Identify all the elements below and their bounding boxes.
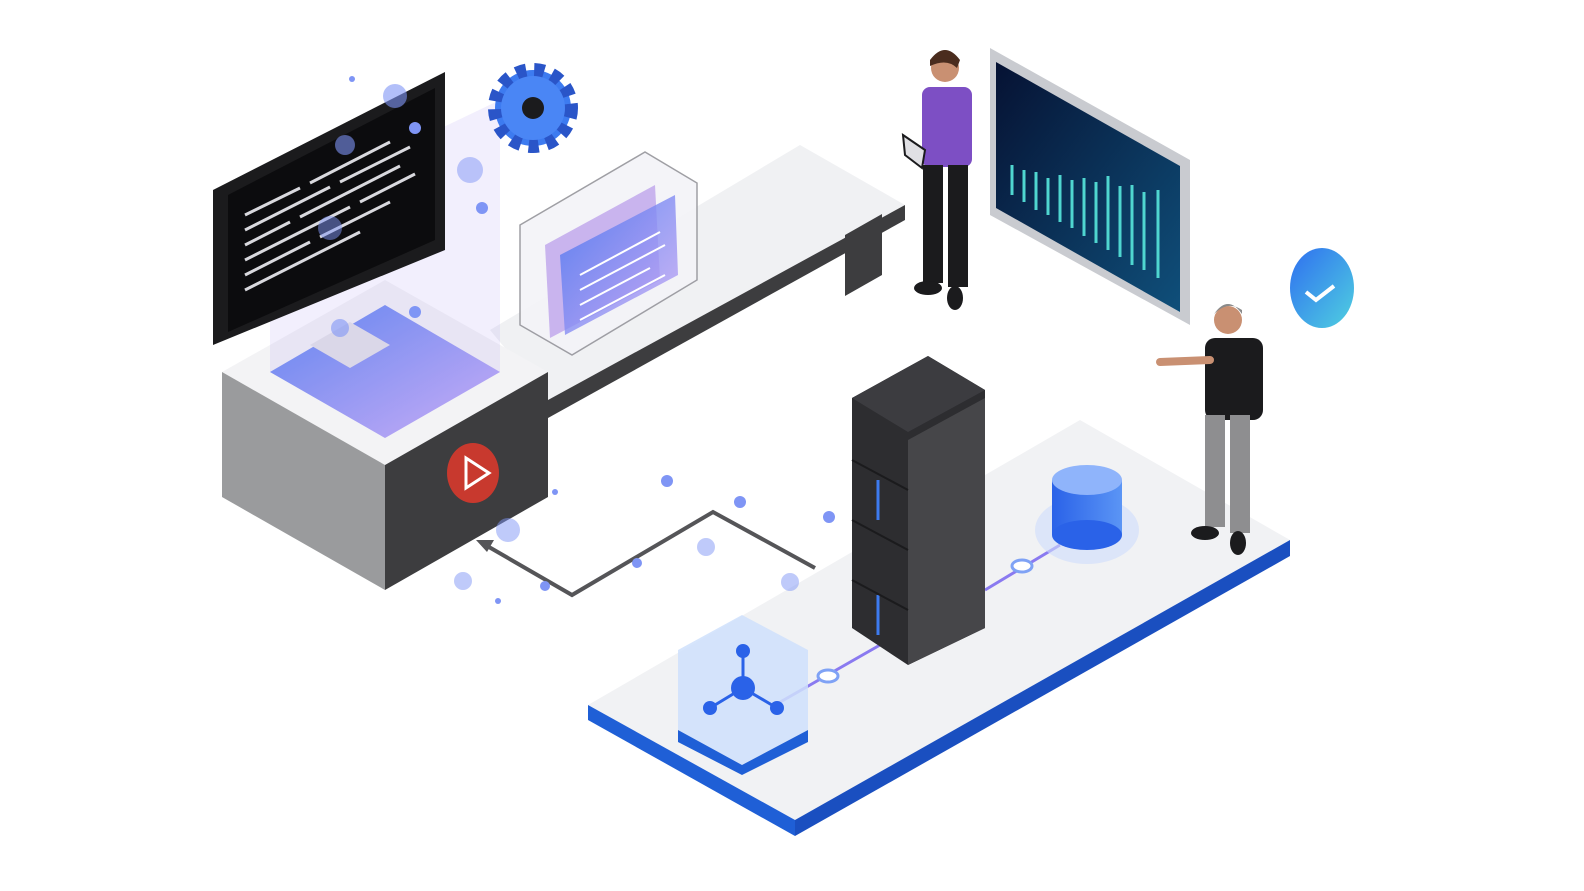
flow-arrow [476,509,816,598]
connector-node [816,668,840,684]
check-icon [1290,248,1354,328]
floating-particles [318,76,835,604]
glass-window-box [519,151,698,356]
analytics-screen [990,48,1190,325]
person-pointing [1156,304,1263,555]
play-icon [447,443,499,503]
gear-icon [488,63,578,153]
network-node-icon [678,615,808,775]
bar-chart-graphic [1010,165,1160,278]
code-lines [244,140,416,292]
code-monitor [213,72,445,345]
connector-node [1010,558,1034,574]
server-rack-icon [851,356,985,665]
person-with-tablet [901,50,972,310]
database-icon [1035,465,1139,564]
